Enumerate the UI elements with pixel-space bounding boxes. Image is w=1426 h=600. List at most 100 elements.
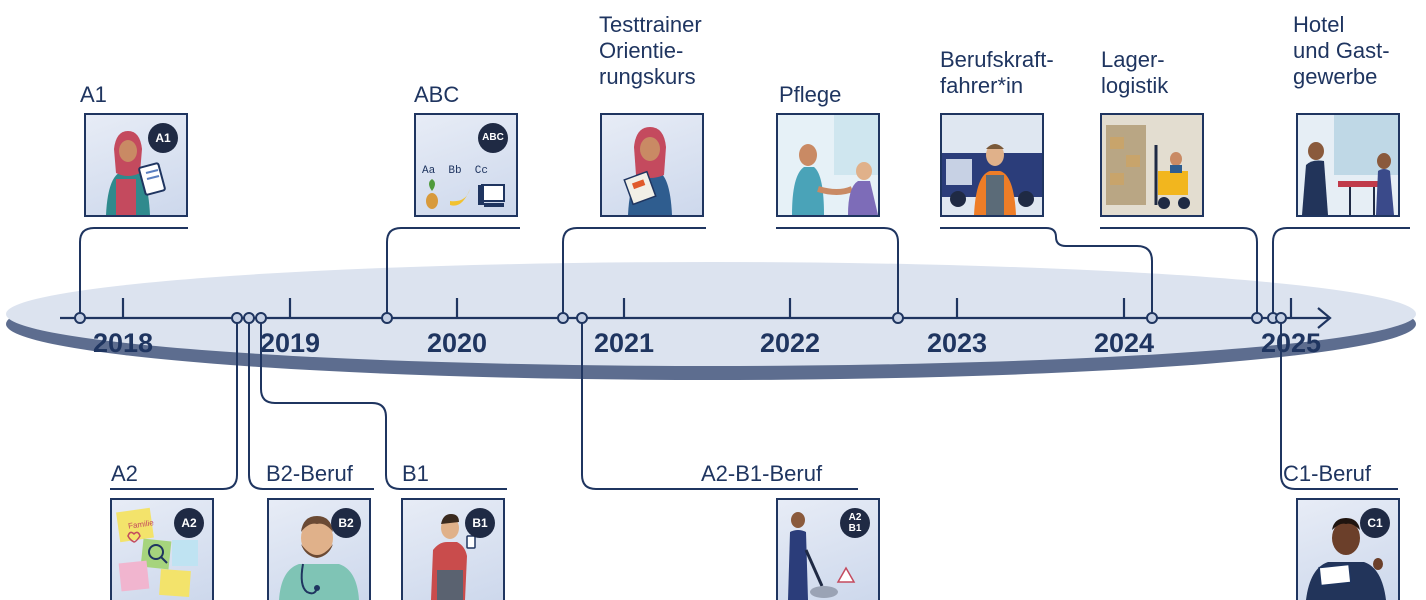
course-card-a2[interactable]: Familie A2 — [110, 498, 214, 600]
course-card-lagerlogistik[interactable] — [1100, 113, 1204, 217]
label-line: A2-B1-Beruf — [701, 461, 823, 486]
connector-a1 — [79, 227, 188, 318]
year-labels: 2018 2019 2020 2021 2022 2023 2024 2025 — [93, 328, 1321, 358]
course-card-a1[interactable]: A1 — [84, 113, 188, 217]
marker-berufskraftfahrer — [1146, 312, 1158, 324]
connectors — [79, 227, 1410, 490]
course-card-testtrainer[interactable] — [600, 113, 704, 217]
label-line: A1 — [80, 82, 107, 107]
connector-c1beruf — [1280, 318, 1398, 490]
level-badge-a2: A2 — [174, 508, 204, 538]
course-card-pflege[interactable] — [776, 113, 880, 217]
label-line: C1-Beruf — [1283, 461, 1372, 486]
doctor-icon — [279, 516, 359, 600]
connector-b2beruf — [248, 318, 374, 490]
course-card-hotel[interactable] — [1296, 113, 1400, 217]
label-line: Testtrainer — [599, 12, 702, 37]
timeline-arrowhead — [1317, 307, 1332, 329]
marker-b2beruf — [243, 312, 255, 324]
marker-c1beruf — [1275, 312, 1287, 324]
label-line: Pflege — [779, 82, 842, 107]
event-markers — [74, 312, 1287, 324]
label-line: Orientie- — [599, 38, 684, 63]
connector-a2b1beruf — [581, 318, 858, 490]
woman-tablet-icon — [106, 131, 166, 215]
year-label-2024: 2024 — [1094, 328, 1154, 358]
marker-a2b1beruf — [576, 312, 588, 324]
label-line: rungskurs — [599, 64, 696, 89]
connector-pflege — [776, 227, 899, 318]
truck-driver-icon — [942, 115, 1042, 215]
connector-hotel — [1272, 227, 1410, 318]
badge-text-bottom: B1 — [848, 523, 862, 534]
event-label-lagerlogistik: Lager- logistik — [1101, 47, 1168, 99]
forklift-icon — [1102, 115, 1202, 215]
level-badge-a1: A1 — [148, 123, 178, 153]
marker-a1 — [74, 312, 86, 324]
label-line: gewerbe — [1293, 64, 1378, 89]
course-card-berufskraftfahrer[interactable] — [940, 113, 1044, 217]
label-line: B2-Beruf — [266, 461, 353, 486]
label-line: fahrer*in — [940, 73, 1024, 98]
marker-lagerlogistik — [1251, 312, 1263, 324]
level-badge-c1: C1 — [1360, 508, 1390, 538]
label-line: Berufskraft- — [940, 47, 1054, 72]
event-label-c1beruf: C1-Beruf — [1283, 461, 1371, 487]
event-label-pflege: Pflege — [779, 82, 841, 108]
connector-a2 — [110, 318, 238, 490]
year-label-2021: 2021 — [594, 328, 654, 358]
year-label-2022: 2022 — [760, 328, 820, 358]
badge-text-top: A2 — [848, 512, 862, 523]
event-label-berufskraftfahrer: Berufskraft- fahrer*in — [940, 47, 1054, 99]
event-label-a1: A1 — [80, 82, 107, 108]
badge-text: ABC — [482, 132, 504, 143]
cleaning-worker-icon — [788, 512, 856, 600]
event-label-abc: ABC — [414, 82, 459, 108]
year-label-2025: 2025 — [1261, 328, 1321, 358]
year-label-2023: 2023 — [927, 328, 987, 358]
connector-lagerlogistik — [1100, 227, 1258, 318]
course-card-c1beruf[interactable]: C1 — [1296, 498, 1400, 600]
year-label-2018: 2018 — [93, 328, 153, 358]
connector-b1 — [260, 318, 507, 490]
badge-text: C1 — [1367, 516, 1383, 530]
event-label-a2: A2 — [111, 461, 138, 487]
marker-abc — [381, 312, 393, 324]
hotel-waiter-icon — [1298, 115, 1398, 215]
badge-text: A1 — [155, 131, 171, 145]
course-card-abc[interactable]: Aa Bb Cc ABC — [414, 113, 518, 217]
event-label-b1: B1 — [402, 461, 429, 487]
marker-a2 — [231, 312, 243, 324]
nurse-patient-icon — [778, 115, 878, 215]
connector-berufskraftfahrer — [940, 227, 1153, 318]
year-label-2019: 2019 — [260, 328, 320, 358]
sticky-notes-icon — [116, 507, 198, 598]
badge-text: A2 — [181, 516, 197, 530]
level-badge-abc: ABC — [478, 123, 508, 153]
label-line: A2 — [111, 461, 138, 486]
letters-row: Aa Bb Cc — [422, 165, 489, 177]
connector-testtrainer — [562, 227, 706, 318]
level-badge-b2: B2 — [331, 508, 361, 538]
alphabet-objects-icon — [426, 179, 505, 209]
event-label-b2beruf: B2-Beruf — [266, 461, 353, 487]
level-badge-a2b1: A2 B1 — [840, 508, 870, 538]
woman-reading-icon — [623, 127, 672, 215]
presenter-icon — [1306, 518, 1386, 600]
event-label-a2b1beruf: A2-B1-Beruf — [701, 461, 822, 487]
label-line: und Gast- — [1293, 38, 1390, 63]
connector-abc — [386, 227, 520, 318]
course-card-b1[interactable]: B1 — [401, 498, 505, 600]
marker-b1 — [255, 312, 267, 324]
course-card-b2beruf[interactable]: B2 — [267, 498, 371, 600]
label-line: ABC — [414, 82, 460, 107]
badge-text: B2 — [338, 516, 354, 530]
label-line: B1 — [402, 461, 429, 486]
level-badge-b1: B1 — [465, 508, 495, 538]
young-man-phone-icon — [431, 514, 476, 600]
year-label-2020: 2020 — [427, 328, 487, 358]
course-card-a2b1beruf[interactable]: A2 B1 — [776, 498, 880, 600]
marker-testtrainer — [557, 312, 569, 324]
year-ticks — [121, 298, 1293, 318]
